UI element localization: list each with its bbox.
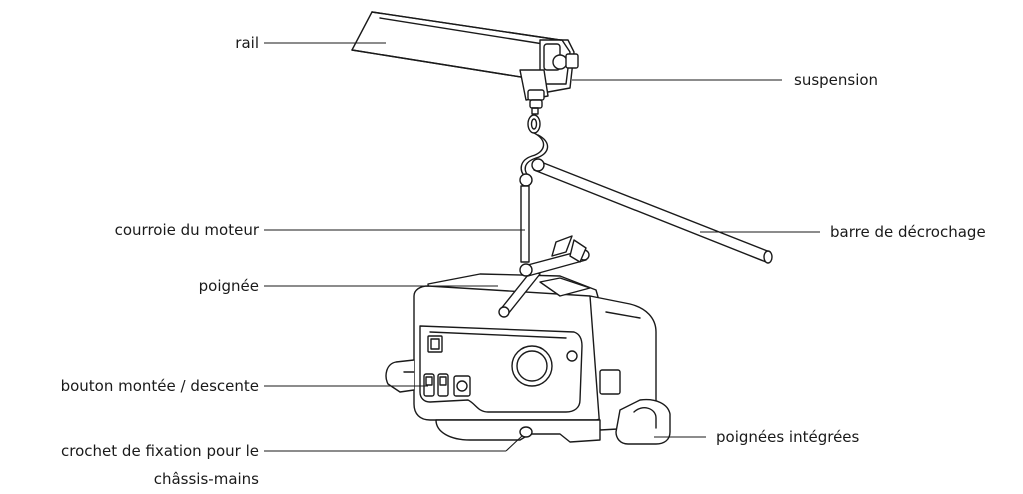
label-suspension: suspension [794, 71, 879, 89]
motor-body-illustration [385, 273, 671, 445]
handle-illustration [498, 235, 591, 318]
label-barre: barre de décrochage [830, 223, 986, 241]
label-poignees-integrees: poignées intégrées [716, 428, 860, 446]
label-bouton: bouton montée / descente [60, 377, 259, 395]
strap-illustration [519, 173, 533, 263]
label-crochet-line1: crochet de fixation pour le [61, 442, 259, 460]
release-bar-illustration [531, 158, 773, 264]
hook-illustration [520, 114, 549, 179]
label-crochet-line2: châssis-mains [153, 470, 259, 488]
leader-lines [264, 42, 820, 452]
label-poignee: poignée [198, 277, 259, 295]
suspension-illustration [519, 43, 579, 115]
label-courroie: courroie du moteur [114, 221, 259, 239]
label-rail: rail [235, 34, 259, 52]
leader-crochet-tail [505, 435, 523, 452]
